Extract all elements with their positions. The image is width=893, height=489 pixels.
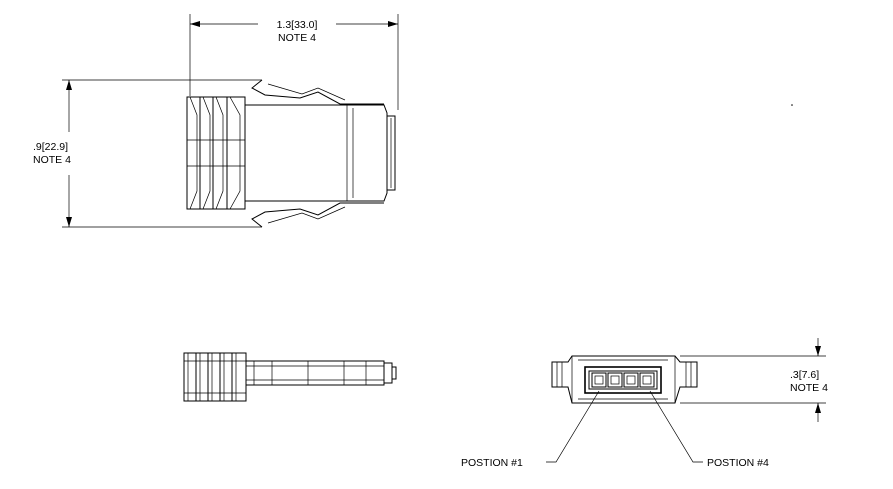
side-view	[183, 352, 397, 402]
position-4-callout: POSTION #4	[649, 390, 769, 469]
height-dim-note: NOTE 4	[33, 154, 71, 166]
grip-body	[186, 96, 246, 210]
top-view: 1.3[33.0] NOTE 4 .9[22.9] NOTE 4	[33, 14, 793, 228]
height-dimension: .9[22.9] NOTE 4	[33, 79, 262, 228]
end-view: .3[7.6] NOTE 4 POSTION #1 POSTION #4	[461, 338, 828, 469]
height-dim-label: .9[22.9]	[33, 141, 68, 153]
position-4-label: POSTION #4	[707, 457, 769, 469]
latch-arms	[251, 79, 384, 228]
cavity-1	[591, 372, 607, 388]
cavity-2	[607, 372, 623, 388]
width-dim-label: 1.3[33.0]	[277, 19, 318, 31]
width-dimension: 1.3[33.0] NOTE 4	[189, 14, 399, 110]
position-1-label: POSTION #1	[461, 457, 523, 469]
cavity-4	[639, 372, 655, 388]
width-dim-note: NOTE 4	[278, 32, 316, 44]
position-1-callout: POSTION #1	[461, 390, 600, 469]
cavity-block	[584, 366, 662, 394]
thickness-dim-label: .3[7.6]	[790, 369, 819, 381]
thickness-dimension: .3[7.6] NOTE 4	[680, 338, 828, 422]
thickness-dim-note: NOTE 4	[790, 382, 828, 394]
cavity-3	[623, 372, 639, 388]
connector-housing	[245, 104, 396, 202]
